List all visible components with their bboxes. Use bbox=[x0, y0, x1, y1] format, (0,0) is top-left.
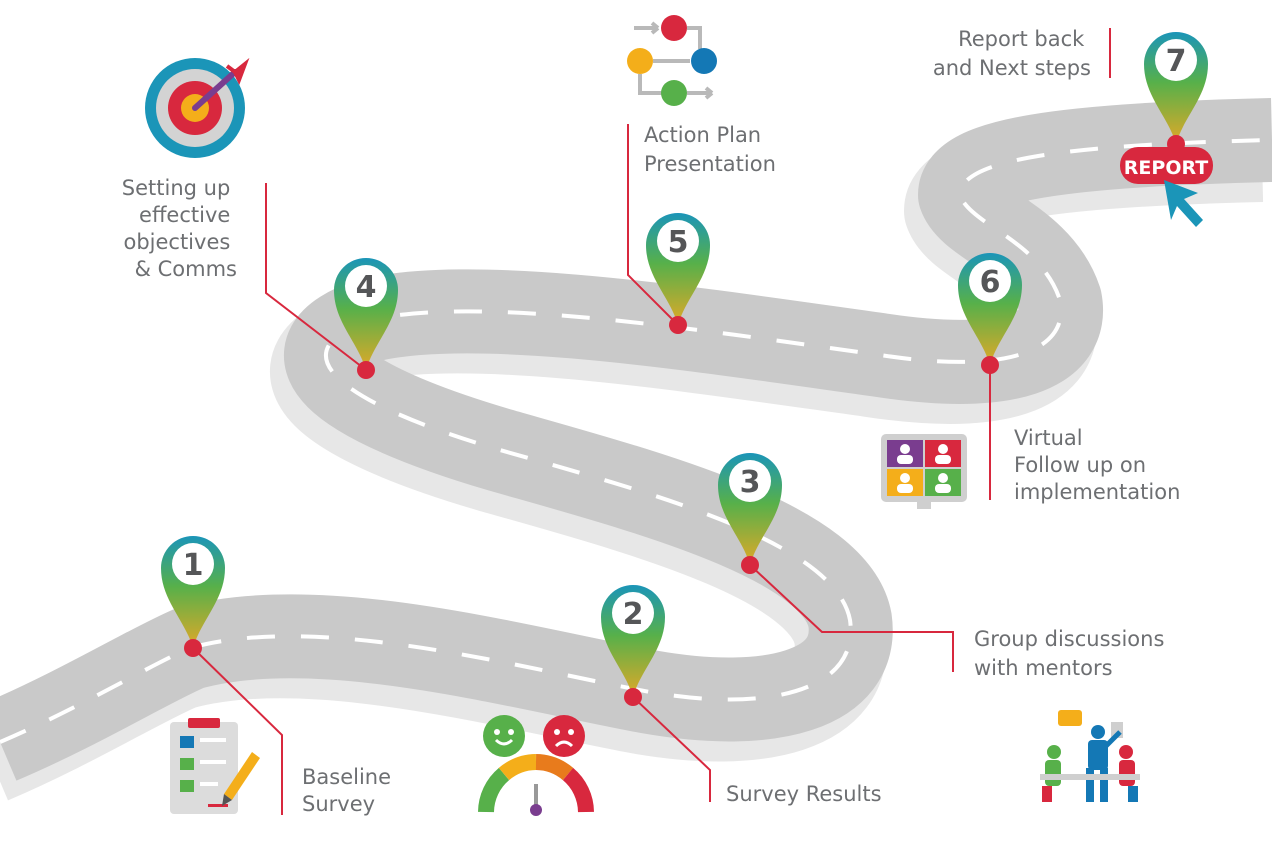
pin-number-7: 7 bbox=[1166, 44, 1187, 79]
pin-number-6: 6 bbox=[980, 265, 1001, 300]
satisfaction-gauge-icon bbox=[478, 715, 594, 816]
label-3: Group discussions with mentors bbox=[974, 627, 1171, 680]
leader-line-5 bbox=[627, 124, 679, 326]
pin-6: 6 bbox=[958, 253, 1022, 374]
team-meeting-icon bbox=[1040, 710, 1140, 802]
leader-line-2 bbox=[632, 696, 711, 802]
pin-2: 2 bbox=[601, 585, 665, 706]
target-icon bbox=[145, 57, 250, 158]
leader-line-4 bbox=[265, 183, 367, 371]
label-7: Report back and Next steps bbox=[933, 27, 1091, 80]
report-badge-text: REPORT bbox=[1124, 157, 1208, 179]
flowchart-icon bbox=[627, 15, 717, 106]
milestone-labels: Baseline Survey Survey Results Group dis… bbox=[122, 27, 1181, 816]
label-4: Setting up effective objectives & Comms bbox=[122, 176, 237, 281]
pin-7: 7 bbox=[1144, 32, 1208, 153]
pin-number-2: 2 bbox=[623, 597, 644, 632]
label-2: Survey Results bbox=[726, 782, 882, 806]
road-center-dashes bbox=[0, 138, 1272, 744]
pin-4: 4 bbox=[334, 258, 398, 379]
pin-number-3: 3 bbox=[740, 465, 761, 500]
pin-number-1: 1 bbox=[183, 548, 204, 583]
pin-1: 1 bbox=[161, 536, 225, 657]
label-1: Baseline Survey bbox=[302, 765, 398, 816]
leader-lines bbox=[192, 28, 1111, 815]
clipboard-checklist-icon bbox=[170, 718, 260, 814]
label-5: Action Plan Presentation bbox=[644, 123, 776, 176]
leader-line-3 bbox=[749, 564, 954, 672]
video-call-icon bbox=[881, 434, 967, 509]
report-badge: REPORT bbox=[1120, 147, 1213, 184]
cursor-arrow-icon bbox=[1164, 180, 1203, 227]
pin-number-4: 4 bbox=[356, 270, 377, 305]
pin-5: 5 bbox=[646, 213, 710, 334]
pin-number-5: 5 bbox=[668, 225, 689, 260]
leader-line-1 bbox=[192, 647, 283, 815]
pin-3: 3 bbox=[718, 453, 782, 574]
label-6: Virtual Follow up on implementation bbox=[1014, 426, 1180, 504]
